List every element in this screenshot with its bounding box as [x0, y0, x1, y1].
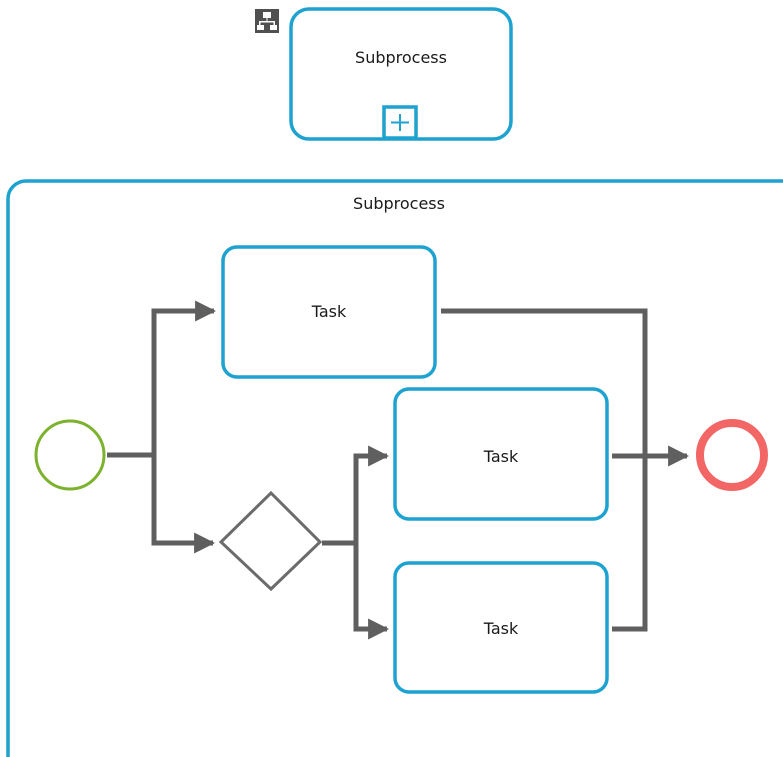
- start-event[interactable]: [34, 419, 106, 491]
- task-3[interactable]: Task: [393, 561, 609, 694]
- task-2[interactable]: Task: [393, 387, 609, 521]
- flow-task-1-to-merge: [441, 308, 648, 456]
- plus-marker[interactable]: [382, 105, 418, 140]
- hierarchy-icon[interactable]: [255, 9, 279, 33]
- task-1[interactable]: Task: [221, 245, 437, 379]
- expanded-subprocess-label: Subprocess: [353, 194, 445, 213]
- exclusive-gateway[interactable]: [218, 490, 323, 592]
- collapsed-subprocess-label: Subprocess: [355, 48, 447, 67]
- end-event[interactable]: [696, 419, 768, 491]
- sequence-flows: [107, 300, 690, 640]
- flow-to-task-1: [151, 300, 217, 455]
- flow-gateway-to-task-2: [322, 445, 390, 546]
- flow-to-gateway: [151, 455, 216, 554]
- flow-task-3-to-merge: [612, 456, 648, 632]
- flow-gateway-to-task-3: [353, 543, 390, 640]
- task-1-label: Task: [311, 302, 347, 321]
- task-2-label: Task: [483, 447, 519, 466]
- task-3-label: Task: [483, 619, 519, 638]
